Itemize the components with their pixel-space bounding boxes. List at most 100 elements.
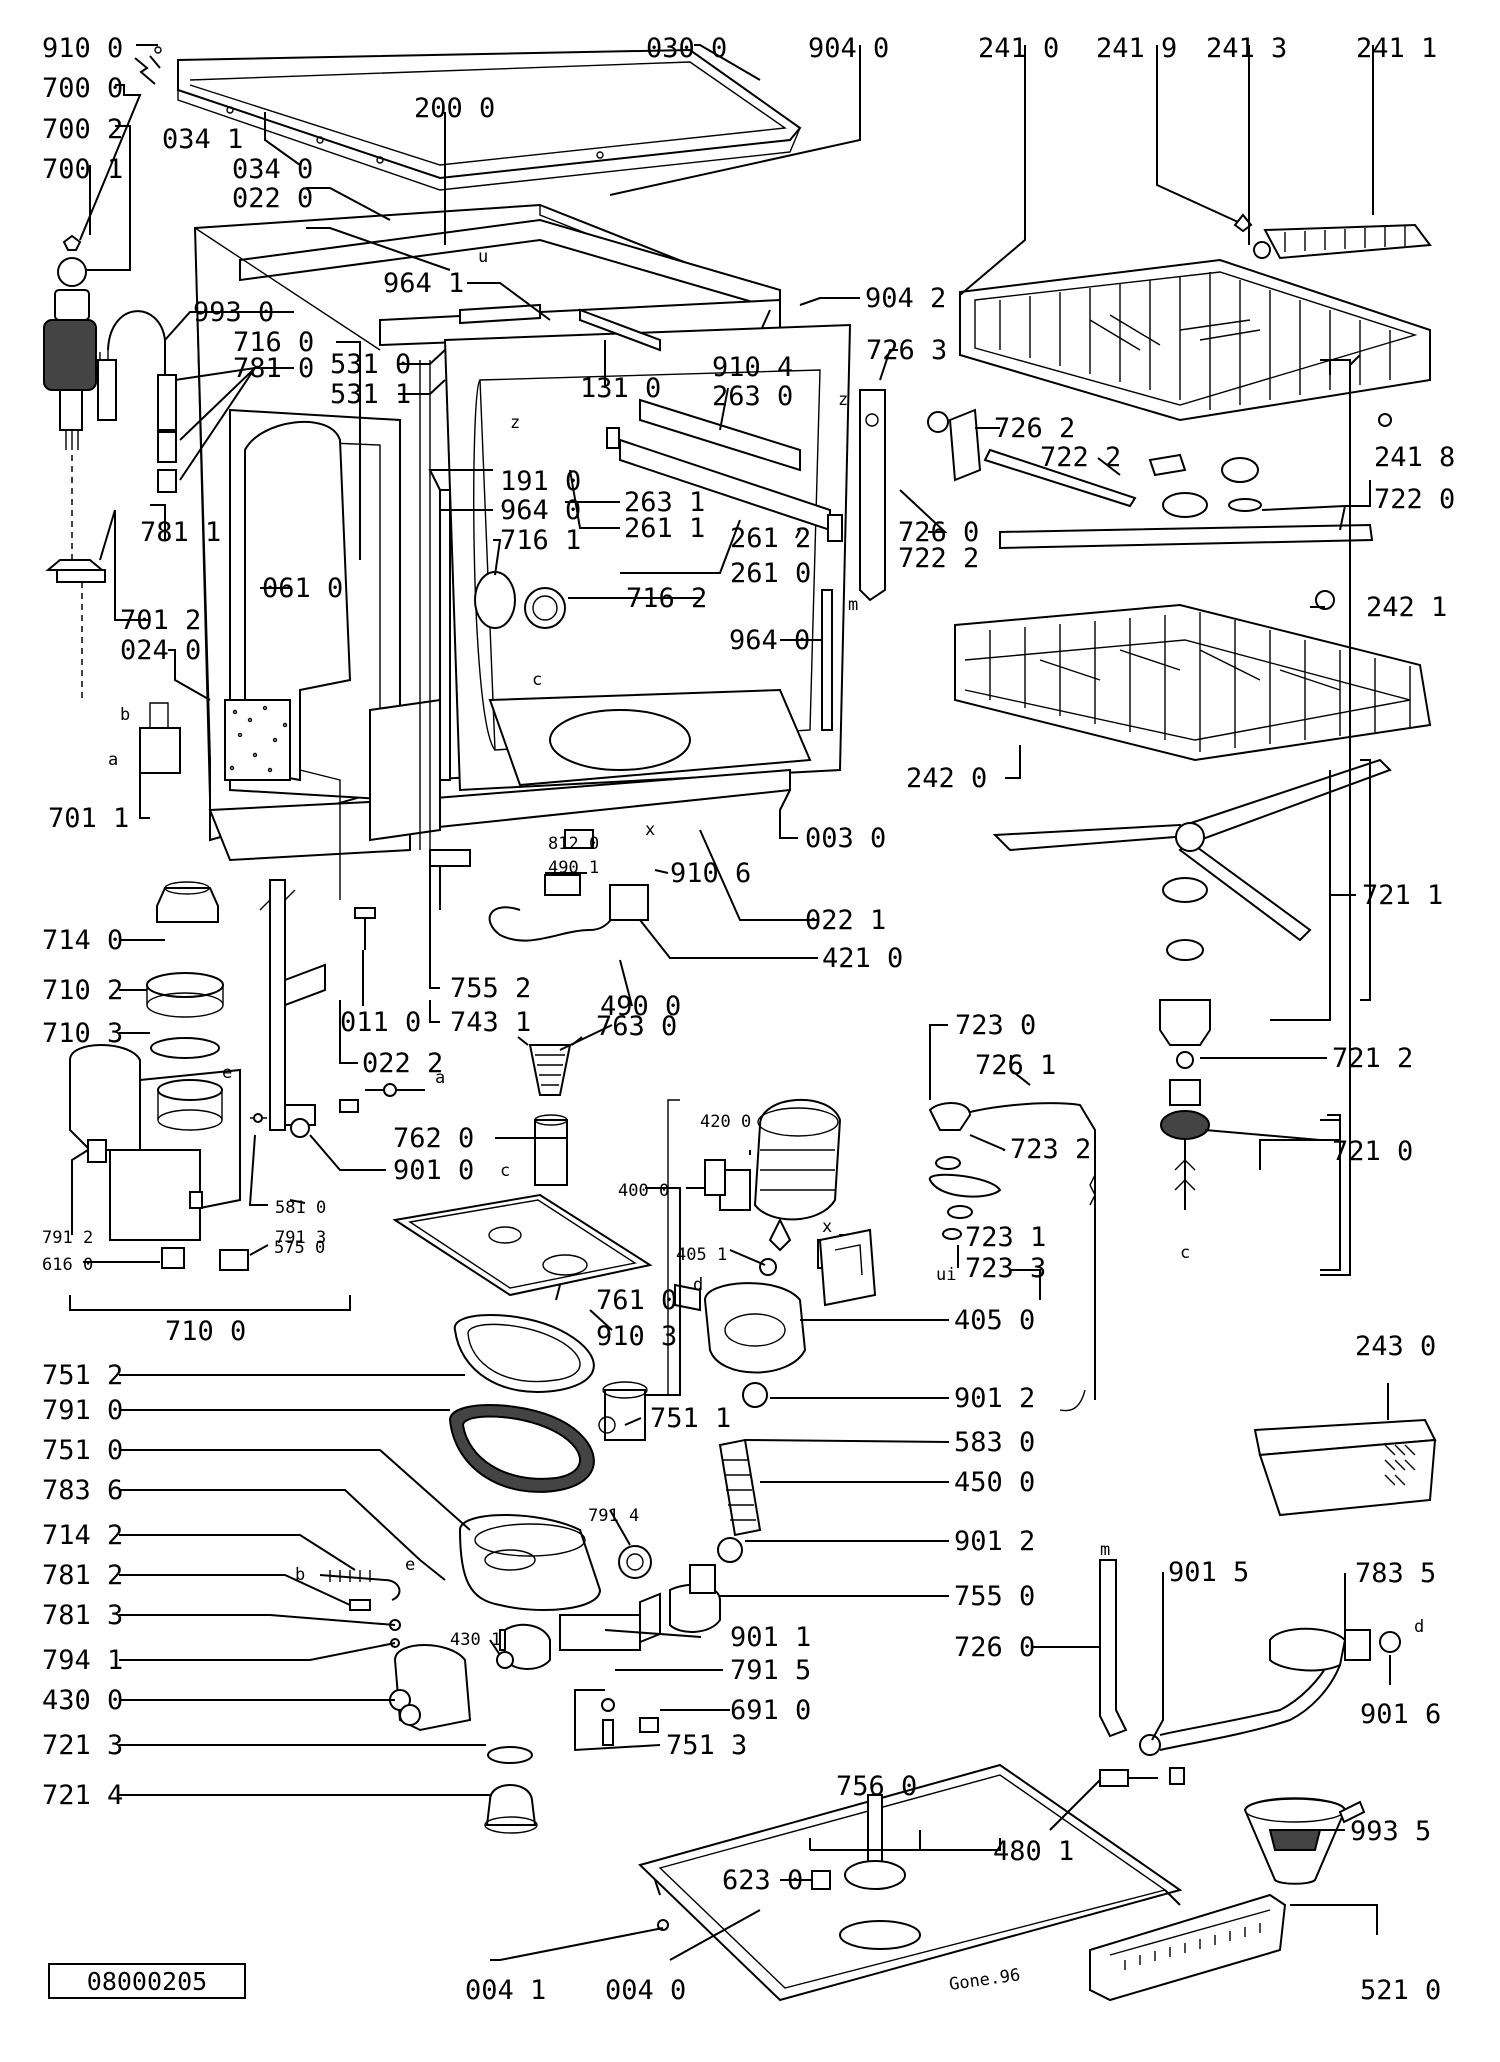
label-700-1: 700 1 [42, 154, 123, 185]
label-003-0: 003 0 [805, 823, 886, 854]
label-710-2: 710 2 [42, 975, 123, 1006]
brackets [69, 354, 1371, 1851]
label-721-1: 721 1 [1362, 880, 1443, 911]
label-751-2: 751 2 [42, 1360, 123, 1391]
label-721-0: 721 0 [1332, 1136, 1413, 1167]
marker-x: x [645, 820, 655, 840]
lower-basket-drawing [954, 590, 1432, 762]
drain-hose-drawing [1099, 1559, 1401, 1756]
marker-a-2: a [435, 1068, 445, 1088]
label-022-1: 022 1 [805, 905, 886, 936]
label-910-0: 910 0 [42, 33, 123, 64]
marker-c-3: c [1180, 1243, 1190, 1263]
label-993-5: 993 5 [1350, 1816, 1431, 1847]
label-723-3: 723 3 [965, 1253, 1046, 1284]
label-722-2: 722 2 [1040, 442, 1121, 473]
marker-m: m [848, 595, 858, 615]
label-030-0: 030 0 [646, 33, 727, 64]
label-241-9: 241 9 [1096, 33, 1177, 64]
label-755-2: 755 2 [450, 973, 531, 1004]
label-781-1: 781 1 [140, 517, 221, 548]
label-710-3: 710 3 [42, 1018, 123, 1049]
cabinet-tub-drawing [193, 203, 852, 900]
base-plate-drawing [638, 1763, 1185, 2002]
label-421-0: 421 0 [822, 943, 903, 974]
label-721-2: 721 2 [1332, 1043, 1413, 1074]
signature-text: Gone.96 [948, 1965, 1022, 1995]
label-405-0: 405 0 [954, 1305, 1035, 1336]
label-700-0: 700 0 [42, 73, 123, 104]
funnel-drawing [1243, 1797, 1366, 1885]
upper-basket-drawing [959, 213, 1432, 550]
marker-e-2: e [405, 1555, 415, 1575]
label-755-0: 755 0 [954, 1581, 1035, 1612]
label-200-0: 200 0 [414, 93, 495, 124]
label-691-0: 691 0 [730, 1695, 811, 1726]
label-263-1: 263 1 [624, 487, 705, 518]
label-910-6: 910 6 [670, 858, 751, 889]
label-756-0: 756 0 [836, 1771, 917, 1802]
label-781-0: 781 0 [233, 353, 314, 384]
label-794-1: 794 1 [42, 1645, 123, 1676]
label-901-1: 901 1 [730, 1622, 811, 1653]
dispenser-drawing [1253, 1418, 1437, 1517]
leader-lines [71, 44, 1391, 1961]
label-131-0: 131 0 [580, 373, 661, 404]
door-switch-drawing [429, 829, 649, 942]
marker-u: u [478, 247, 488, 267]
label-004-0: 004 0 [605, 1975, 686, 2006]
label-450-0: 450 0 [954, 1467, 1035, 1498]
label-910-3: 910 3 [596, 1321, 677, 1352]
label-901-2-b: 901 2 [954, 1526, 1035, 1557]
label-762-0: 762 0 [393, 1123, 474, 1154]
label-261-1: 261 1 [624, 513, 705, 544]
label-430-0: 430 0 [42, 1685, 123, 1716]
lower-spray-arm-drawing [992, 758, 1392, 1210]
label-723-2: 723 2 [1010, 1134, 1091, 1165]
label-721-3: 721 3 [42, 1730, 123, 1761]
connector-box-drawing [818, 1228, 877, 1307]
label-716-1: 716 1 [500, 525, 581, 556]
document-code: 08000205 [48, 1963, 246, 1999]
marker-d-2: d [1414, 1617, 1424, 1637]
label-726-0-top: 726 0 [898, 517, 979, 548]
marker-b: b [120, 705, 130, 725]
label-034-1: 034 1 [162, 124, 243, 155]
label-904-0: 904 0 [808, 33, 889, 64]
label-430-1: 430 1 [450, 1630, 501, 1650]
sump-area-drawing [69, 881, 425, 1271]
inlet-valve-drawing [43, 234, 181, 774]
label-714-0: 714 0 [42, 925, 123, 956]
label-964-0-b: 964 0 [729, 625, 810, 656]
label-726-1: 726 1 [975, 1050, 1056, 1081]
label-791-3: 791 3 [275, 1228, 326, 1248]
label-061-0: 061 0 [262, 573, 343, 604]
label-024-0: 024 0 [120, 635, 201, 666]
label-723-1: 723 1 [965, 1222, 1046, 1253]
label-701-2: 701 2 [120, 605, 201, 636]
control-panel-drawing [1089, 1893, 1287, 2002]
hinge-arm-drawing [859, 389, 1137, 602]
top-lid-drawing [134, 46, 802, 191]
label-701-1: 701 1 [48, 803, 129, 834]
label-791-0: 791 0 [42, 1395, 123, 1426]
filter-sump-drawing [319, 1036, 721, 1834]
label-490-1: 490 1 [548, 858, 599, 878]
label-261-0: 261 0 [730, 558, 811, 589]
marker-ui: ui [936, 1265, 956, 1285]
label-242-0: 242 0 [906, 763, 987, 794]
label-714-2: 714 2 [42, 1520, 123, 1551]
label-743-1: 743 1 [450, 1007, 531, 1038]
label-022-0: 022 0 [232, 183, 313, 214]
label-700-2: 700 2 [42, 114, 123, 145]
marker-b-2: b [295, 1565, 305, 1585]
marker-c-2: c [500, 1161, 510, 1181]
label-716-2: 716 2 [626, 583, 707, 614]
label-904-2: 904 2 [865, 283, 946, 314]
pump-motor-drawing [618, 1099, 871, 1594]
marker-d: d [693, 1275, 703, 1295]
label-763-0: 763 0 [596, 1011, 677, 1042]
marker-z: z [510, 413, 520, 433]
posts-drawing [259, 879, 376, 1131]
